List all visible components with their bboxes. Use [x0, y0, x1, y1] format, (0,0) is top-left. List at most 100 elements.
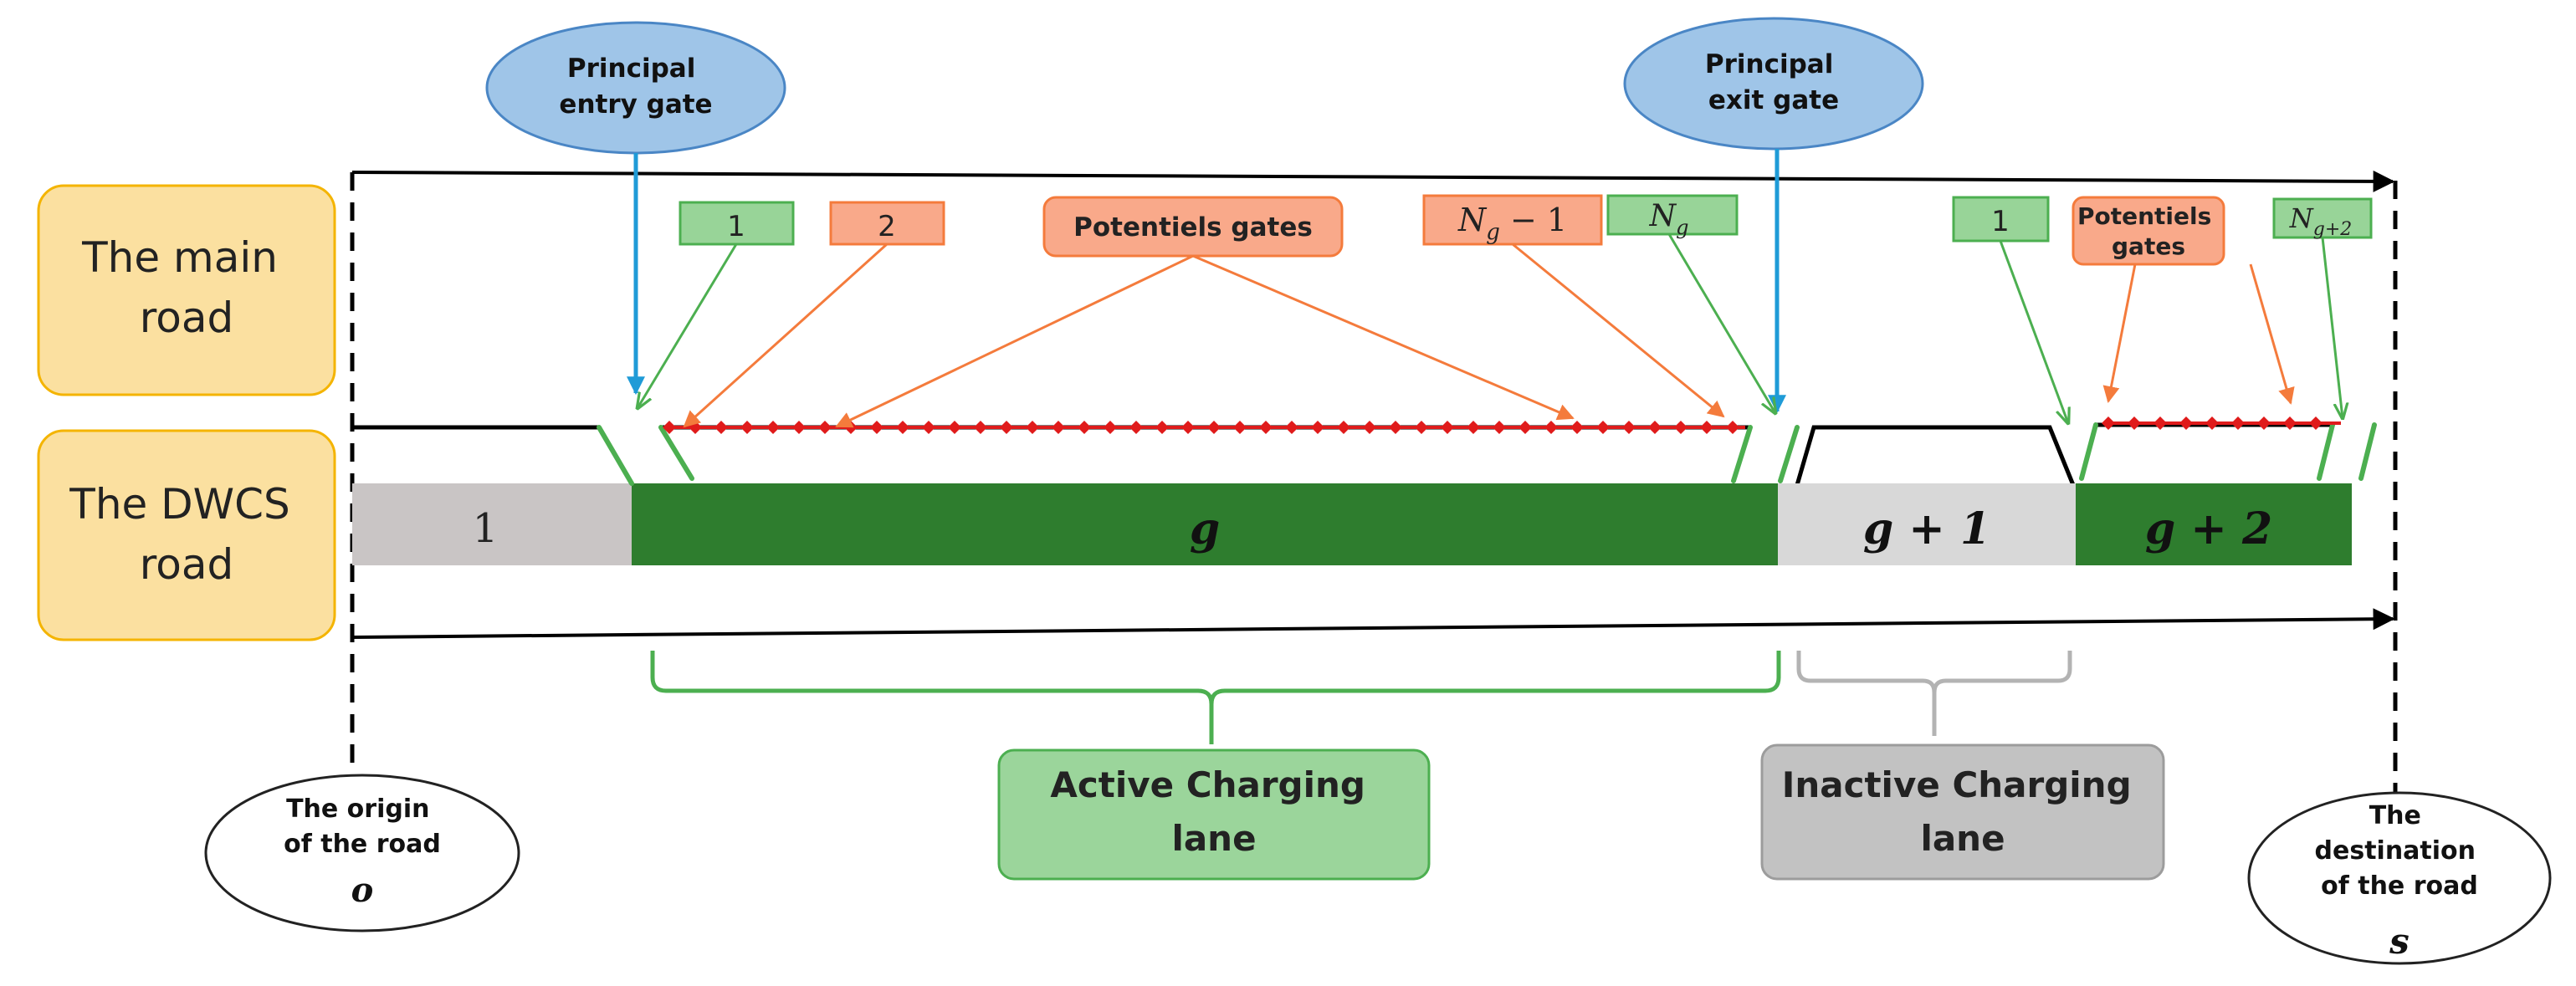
gate-label-1: 1 [679, 201, 795, 246]
gate-dot [1622, 421, 1636, 434]
svg-text:Inactive Charging lane: Inactive Charging lane [1782, 764, 2144, 859]
gate-dot [2231, 416, 2245, 430]
active-charging-lane-label: Active Charging lane [997, 748, 1431, 881]
dwcs-road-label: The DWCS road [37, 429, 336, 641]
gate-label-2: 2 [829, 201, 945, 246]
gate-dot [2309, 416, 2322, 430]
gate-dot [1129, 421, 1143, 434]
svg-text:Active Charging lane: Active Charging lane [1050, 764, 1377, 859]
gate-dot [2128, 416, 2141, 430]
gate-dot [1544, 421, 1558, 434]
gate-label-ng-minus-1: Ng − 1 [1422, 194, 1603, 246]
gate-dot [1700, 421, 1713, 434]
gate-dot [2257, 416, 2271, 430]
gate-dot [1570, 421, 1584, 434]
road-destination-label: The destination of the road s [2247, 791, 2552, 965]
gate-pointer-arrows [638, 233, 2343, 427]
gate-dot [1674, 421, 1687, 434]
gate-dot [1233, 421, 1247, 434]
segment-g-plus-2: g + 2 [2076, 483, 2352, 565]
gate-dot [1311, 421, 1324, 434]
gate-dot [1726, 421, 1739, 434]
inactive-charging-lane-label: Inactive Charging lane [1760, 743, 2165, 881]
gate-dot [1259, 421, 1273, 434]
principal-entry-gate: Principal entry gate [485, 21, 786, 155]
gate-dot [1337, 421, 1350, 434]
gate-dot [1441, 421, 1454, 434]
segment-1: 1 [352, 483, 632, 565]
svg-text:Principal exit gate: Principal exit gate [1705, 49, 1842, 115]
svg-text:Ng+2: Ng+2 [2289, 202, 2353, 240]
svg-text:s: s [2389, 921, 2410, 962]
svg-text:The destination of: The destination of the road [2315, 801, 2485, 901]
gate-dot [792, 421, 806, 434]
road-boundary-lines [352, 422, 2333, 486]
gate-dot [766, 421, 780, 434]
ramp-marks [597, 422, 2377, 486]
svg-text:The origin of the road: The origin of the road [284, 794, 441, 859]
gate-dot [1026, 421, 1039, 434]
gate-dot [1648, 421, 1662, 434]
svg-text:2: 2 [878, 210, 896, 243]
potentiels-gates-label-g2: Potentiels gates [2072, 196, 2225, 266]
gate-dot [1207, 421, 1221, 434]
gate-dot [1596, 421, 1610, 434]
gate-dot [922, 421, 935, 434]
svg-text:g + 2: g + 2 [2145, 503, 2272, 554]
gate-label-ng: Ng [1606, 194, 1739, 239]
gate-dot [1467, 421, 1480, 434]
svg-text:The DWCS road: The DWCS road [69, 480, 303, 589]
main-road-direction-arrow [351, 170, 2395, 192]
gate-dot [1518, 421, 1532, 434]
gate-dot [689, 421, 702, 434]
gate-dot [948, 421, 961, 434]
gate-dot [1363, 421, 1376, 434]
svg-text:1: 1 [473, 505, 499, 552]
svg-text:Ng − 1: Ng − 1 [1457, 202, 1567, 245]
gate-dot [1155, 421, 1169, 434]
gate-label-1-g2: 1 [1952, 196, 2050, 243]
gate-dot [818, 421, 832, 434]
gate-dot [2179, 416, 2193, 430]
gate-dot [1000, 421, 1013, 434]
gate-dot [740, 421, 754, 434]
gate-dot [1415, 421, 1428, 434]
gate-dot [2102, 416, 2115, 430]
principal-exit-gate: Principal exit gate [1623, 17, 1924, 151]
road-origin-label: The origin of the road o [204, 774, 520, 932]
gate-dot [2283, 416, 2297, 430]
svg-text:The main road: The main road [81, 233, 291, 342]
gate-dot [1493, 421, 1506, 434]
gate-dot [714, 421, 728, 434]
svg-text:1: 1 [727, 210, 745, 243]
segment-g-plus-1: g + 1 [1778, 483, 2076, 565]
gate-dot [1389, 421, 1402, 434]
inactive-lane-brace [1796, 651, 2072, 736]
gate-dot [896, 421, 909, 434]
svg-text:1: 1 [1991, 205, 2010, 238]
potential-gate-dots-g2 [2102, 416, 2341, 430]
potential-gate-dots-active [663, 421, 1745, 434]
svg-text:Principal entry gate: Principal entry gate [559, 54, 712, 120]
gate-dot [1052, 421, 1065, 434]
potentiels-gates-label-active: Potentiels gates [1042, 196, 1344, 258]
svg-text:g + 1: g + 1 [1863, 503, 1990, 554]
svg-text:Potentiels gates: Potentiels gates [1073, 212, 1313, 243]
gate-dot [663, 421, 676, 434]
svg-text:o: o [351, 871, 374, 910]
gate-dot [1285, 421, 1298, 434]
gate-dot [1078, 421, 1091, 434]
dwcs-road-direction-arrow [351, 608, 2395, 639]
svg-text:Potentiels gates: Potentiels gates [2077, 202, 2220, 260]
gate-dot [2205, 416, 2219, 430]
gate-dot [1104, 421, 1117, 434]
svg-text:Ng: Ng [1649, 199, 1689, 239]
gate-dot [2153, 416, 2167, 430]
segment-g: g [632, 483, 1778, 565]
active-lane-brace [650, 651, 1781, 744]
gate-dot [1181, 421, 1195, 434]
svg-text:g: g [1190, 503, 1220, 554]
main-road-label: The main road [37, 184, 336, 396]
gate-dot [870, 421, 883, 434]
